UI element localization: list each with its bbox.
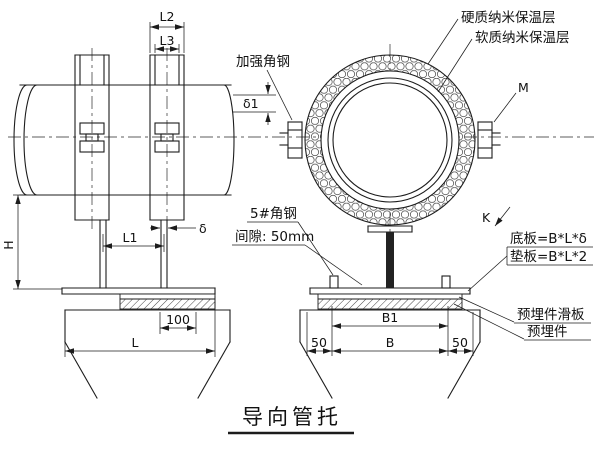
- pipe-side: [13, 84, 235, 196]
- clamp-band-1: [74, 54, 110, 221]
- dim-50-left-label: 50: [311, 335, 327, 350]
- side-view: H L1 δ L2 L3: [1, 9, 276, 399]
- dim-b-row: 50 B 50: [306, 312, 474, 356]
- callout-soft-insulation-label: 软质纳米保温层: [475, 30, 570, 46]
- dim-l1-label: L1: [123, 230, 138, 245]
- dim-h-label: H: [1, 240, 16, 249]
- base-plate-side: [61, 287, 216, 295]
- callout-hard-insulation-label: 硬质纳米保温层: [461, 10, 556, 26]
- dim-l: L: [64, 296, 216, 357]
- t-beam: [367, 225, 413, 288]
- drawing-title: 导向管托: [228, 405, 354, 435]
- dim-l-label: L: [132, 335, 139, 350]
- dim-h: H: [1, 194, 62, 290]
- dim-l3-label: L3: [160, 33, 175, 48]
- dim-delta1: δ1: [233, 82, 276, 125]
- dim-l2-label: L2: [160, 9, 175, 24]
- drawing-title-label: 导向管托: [242, 405, 342, 429]
- dim-delta-label: δ: [199, 221, 207, 236]
- base-plate-section: [309, 287, 471, 295]
- support-stems: [99, 219, 168, 289]
- guide-angle-left: [279, 121, 303, 159]
- foundation-side: [64, 309, 231, 399]
- dim-b-label: B: [386, 335, 395, 350]
- insulation-rings: [304, 54, 476, 226]
- callout-reinforce-angle-label: 加强角钢: [236, 54, 290, 70]
- callout-bolt-m-label: M: [518, 80, 529, 95]
- dim-l3: L3: [154, 33, 180, 53]
- callout-embed-slide-label: 预埋件滑板: [517, 307, 585, 323]
- callout-gap-label: 间隙: 50mm: [235, 229, 314, 245]
- dim-b1-label: B1: [382, 310, 399, 325]
- dim-l2: L2: [149, 9, 185, 53]
- callout-angle5-label: 5#角钢: [250, 206, 297, 222]
- callout-bottom-plate-label: 底板=B*L*δ: [510, 231, 587, 247]
- dim-delta: δ: [150, 221, 207, 236]
- foundation-section: [299, 309, 481, 399]
- callouts: 硬质纳米保温层 软质纳米保温层 加强角钢 M 5#角钢 间隙: 50mm K 底…: [232, 10, 593, 341]
- dim-100-label: 100: [166, 312, 190, 327]
- slide-plate-side: [119, 293, 216, 300]
- callout-pad-plate-label: 垫板=B*L*2: [510, 249, 587, 265]
- dim-100: 100: [159, 312, 197, 334]
- slide-plate-section: [317, 293, 463, 300]
- section-view: B1 50 B 50: [279, 54, 501, 399]
- callout-embed-part-label: 预埋件: [527, 324, 568, 340]
- dim-50-right-label: 50: [452, 335, 468, 350]
- dim-l1: L1: [102, 230, 165, 252]
- dim-delta1-label: δ1: [243, 96, 259, 111]
- guide-angle-right: [477, 121, 501, 159]
- callout-section-k-label: K: [482, 210, 491, 225]
- embed-plate-section: [317, 298, 463, 310]
- clamp-band-2: [149, 54, 185, 221]
- dim-b1: B1: [331, 306, 449, 356]
- embed-plate-side: [119, 298, 216, 310]
